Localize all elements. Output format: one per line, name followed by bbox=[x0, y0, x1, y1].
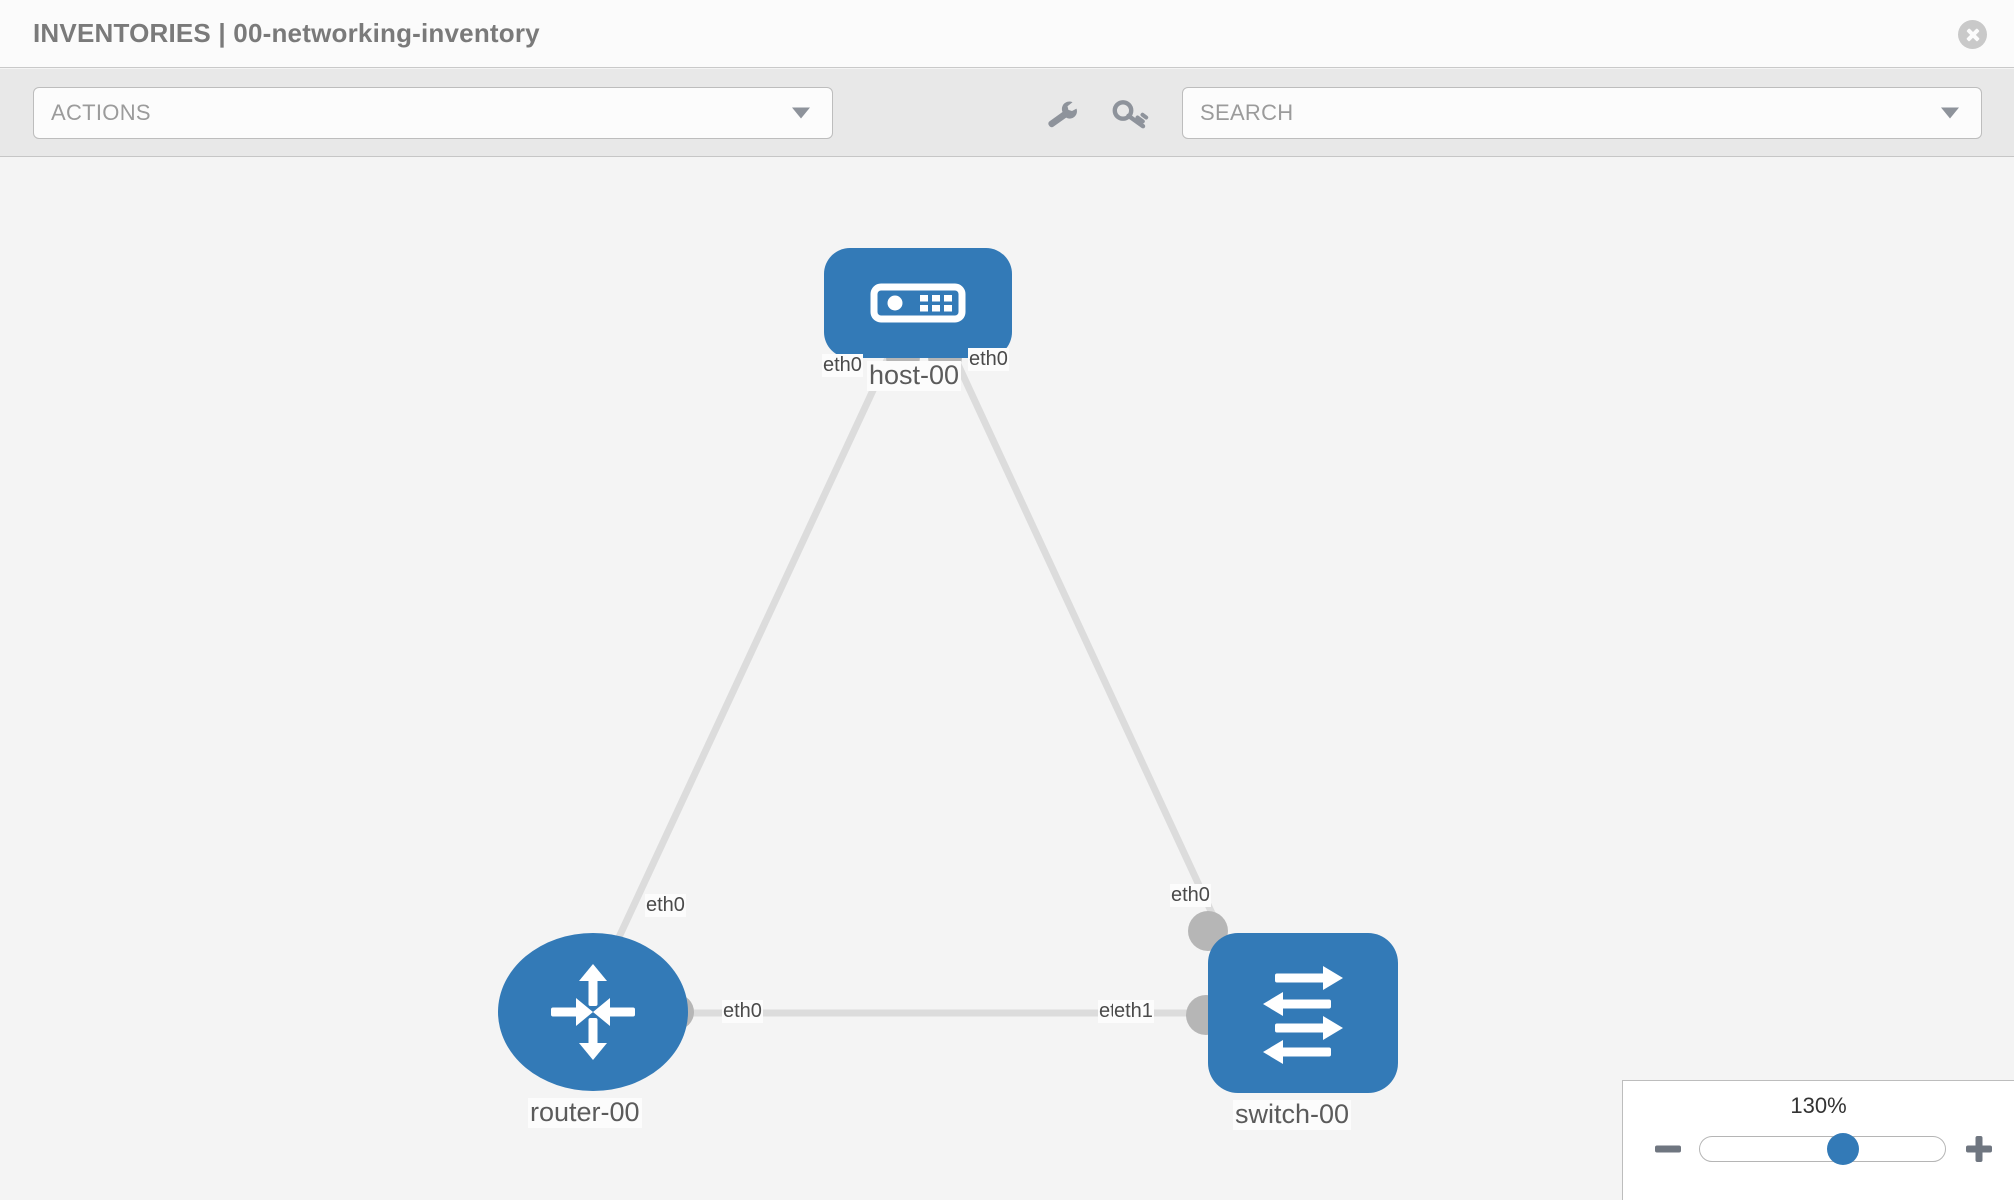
node-label-host-00: host-00 bbox=[867, 360, 962, 391]
switch-icon bbox=[1263, 966, 1343, 1064]
search-placeholder: SEARCH bbox=[1200, 100, 1294, 125]
router-icon bbox=[551, 964, 635, 1060]
page-header: INVENTORIES | 00-networking-inventory bbox=[0, 0, 2014, 68]
wrench-icon[interactable] bbox=[1043, 99, 1081, 129]
topology-node-router-00[interactable]: router-00 bbox=[498, 933, 694, 1128]
iface-label-host-left: eth0 bbox=[822, 354, 863, 377]
zoom-slider-track[interactable] bbox=[1699, 1133, 1946, 1165]
link-host-router bbox=[596, 356, 892, 980]
iface-label-switch-up: eth0 bbox=[1170, 884, 1211, 907]
search-input[interactable]: SEARCH bbox=[1182, 87, 1982, 139]
actions-dropdown[interactable]: ACTIONS bbox=[33, 87, 833, 139]
toolbar: ACTIONS SEARCH bbox=[0, 69, 2014, 157]
key-icon[interactable] bbox=[1112, 99, 1150, 129]
host-node-shape[interactable] bbox=[824, 248, 1012, 358]
router-node-shape[interactable] bbox=[498, 933, 688, 1091]
topology-node-switch-00[interactable]: switch-00 bbox=[1186, 911, 1398, 1130]
zoom-out-button[interactable] bbox=[1655, 1136, 1681, 1162]
iface-label-switch-left: eth1 bbox=[1113, 1000, 1154, 1023]
zoom-level-value: 130% bbox=[1790, 1093, 1847, 1118]
server-icon bbox=[870, 283, 966, 323]
iface-label-router-right: eth0 bbox=[722, 1000, 763, 1023]
iface-label-router-up: eth0 bbox=[645, 894, 686, 917]
zoom-slider-row bbox=[1623, 1129, 2014, 1169]
node-label-switch-00: switch-00 bbox=[1233, 1099, 1352, 1130]
zoom-control-panel: 130% bbox=[1622, 1080, 2014, 1200]
chevron-down-icon bbox=[792, 107, 810, 119]
iface-label-host-right: eth0 bbox=[968, 348, 1009, 371]
link-host-switch bbox=[951, 356, 1239, 965]
topology-canvas[interactable]: host-00 eth0 eth0 bbox=[0, 158, 2014, 1200]
chevron-down-icon bbox=[1941, 107, 1959, 119]
close-icon[interactable] bbox=[1958, 20, 1987, 49]
actions-dropdown-label: ACTIONS bbox=[51, 100, 151, 125]
zoom-in-button[interactable] bbox=[1966, 1136, 1992, 1162]
switch-node-shape[interactable] bbox=[1208, 933, 1398, 1093]
zoom-slider-thumb[interactable] bbox=[1827, 1133, 1860, 1165]
node-label-router-00: router-00 bbox=[528, 1097, 642, 1128]
topology-node-host-00[interactable]: host-00 bbox=[824, 248, 1012, 391]
page-title: INVENTORIES | 00-networking-inventory bbox=[33, 18, 540, 48]
